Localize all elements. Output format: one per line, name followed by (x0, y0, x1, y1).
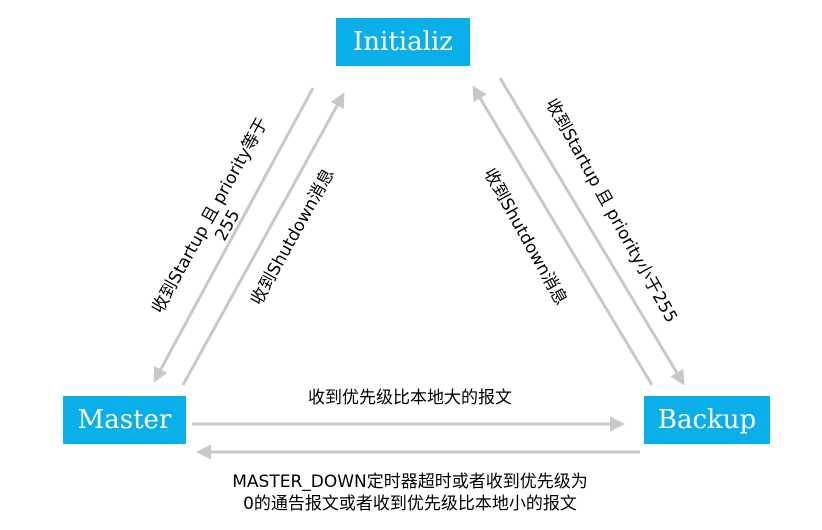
label-master-to-backup: 收到优先级比本地大的报文 (308, 388, 512, 408)
label-backup-to-master-line2: 0的通告报文或者收到优先级比本地小的报文 (243, 494, 577, 514)
state-master: Master (63, 396, 186, 444)
arrow-master-to-init (181, 92, 345, 386)
state-backup: Backup (644, 396, 770, 444)
arrow-init-to-backup (498, 77, 685, 386)
arrow-init-to-master (153, 87, 315, 383)
label-backup-to-master-line1: MASTER_DOWN定时器超时或者收到优先级为 (232, 472, 588, 492)
label-backup-to-master: MASTER_DOWN定时器超时或者收到优先级为 0的通告报文或者收到优先级比本… (170, 471, 650, 515)
state-initialize: Initializ (336, 18, 470, 66)
arrow-backup-to-init (472, 85, 654, 386)
